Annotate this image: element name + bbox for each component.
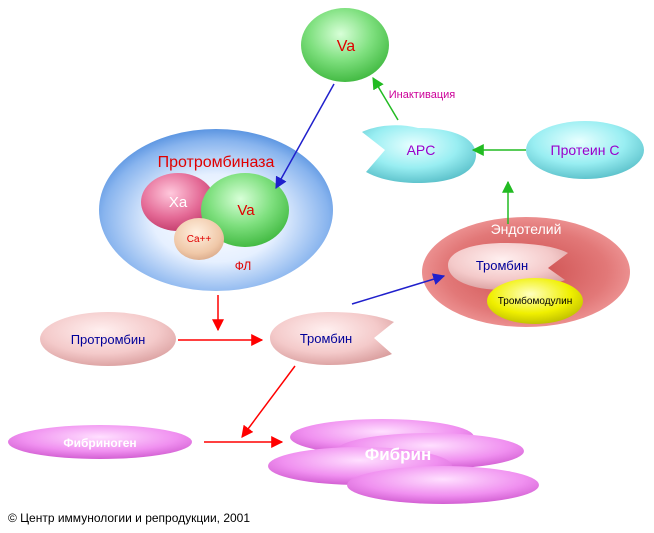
xa-label: Xa <box>169 194 188 211</box>
xa-node <box>141 173 215 231</box>
prothrombin-node <box>40 312 176 366</box>
ca-label: Ca++ <box>187 234 212 245</box>
prothrombin-label: Протромбин <box>71 332 146 347</box>
thrombin-label: Тромбин <box>300 331 352 346</box>
va-inner-node <box>201 173 289 247</box>
fibrin-label: Фибрин <box>365 445 432 464</box>
fl-label: ФЛ <box>235 259 252 273</box>
thrombin-node <box>270 312 394 365</box>
arrow-thrombin-down <box>241 365 296 438</box>
arrow-va-to-prothrombinase <box>275 83 335 190</box>
va-inner-label: Va <box>237 202 255 219</box>
protein-c-node <box>526 121 644 179</box>
apc-label: APC <box>407 142 436 158</box>
fibrinogen-label: Фибриноген <box>63 436 136 450</box>
va-top-node <box>301 8 389 82</box>
apc-node <box>362 125 476 183</box>
arrow-thrombin-to-endothelium <box>351 273 446 305</box>
inactivation-label: Инактивация <box>389 89 456 101</box>
copyright-footer: © Центр иммунологии и репродукции, 2001 <box>8 511 251 525</box>
prothrombinase-label: Протромбиназа <box>158 154 275 171</box>
thrombomodulin-label: Тромбомодулин <box>498 295 573 307</box>
ca-node <box>174 218 224 260</box>
thrombomodulin-node <box>487 278 583 324</box>
protein-c-label: Протеин С <box>551 142 620 158</box>
va-top-label: Va <box>337 38 355 55</box>
fibrin-strand-4 <box>347 466 539 504</box>
thrombin-endo-label: Тромбин <box>476 258 528 273</box>
fibrinogen-node <box>8 425 192 459</box>
arrow-apc-to-va <box>372 76 399 121</box>
endothelium-label: Эндотелий <box>491 221 562 237</box>
